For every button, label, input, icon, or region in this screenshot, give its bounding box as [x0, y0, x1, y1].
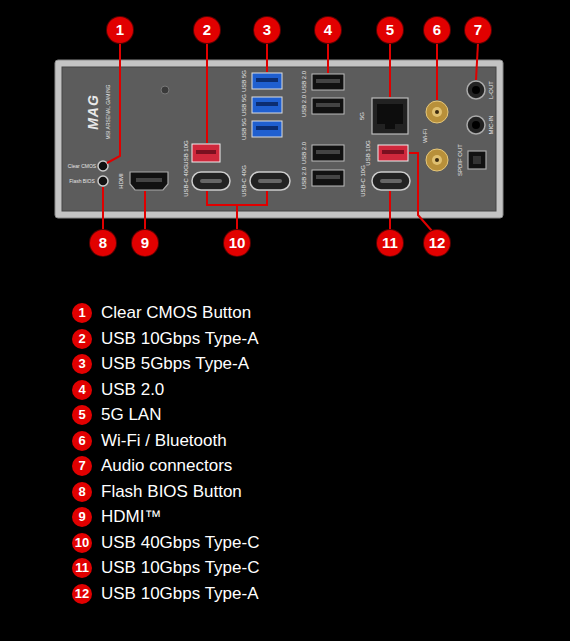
- port-label: L-OUT: [488, 81, 495, 99]
- legend-text: Flash BIOS Button: [101, 482, 242, 502]
- callout-number: 4: [315, 17, 341, 43]
- callout-number: 11: [377, 230, 403, 256]
- port-label: USB 5G: [241, 94, 248, 116]
- legend-number: 10: [72, 533, 92, 553]
- panel-label: Clear CMOS: [68, 163, 96, 169]
- port-label: MIC-IN: [488, 116, 495, 135]
- callout-number: 6: [424, 17, 450, 43]
- port-label: SPDIF OUT: [457, 144, 464, 176]
- legend-number: 12: [72, 584, 92, 604]
- port-label: USB 10G: [365, 140, 372, 165]
- port-label: 5G: [359, 112, 366, 120]
- port-label: USB-C 10G: [360, 165, 367, 197]
- callout-number: 3: [254, 17, 280, 43]
- legend-text: USB 10Gbps Type-A: [101, 584, 259, 604]
- port-label: USB 5G: [241, 118, 248, 140]
- legend-text: USB 10Gbps Type-A: [101, 329, 259, 349]
- port-label: USB 2.0: [301, 95, 308, 117]
- callout-number: 9: [132, 230, 158, 256]
- legend-number: 8: [72, 482, 92, 502]
- callout-number: 10: [224, 230, 250, 256]
- legend-number: 1: [72, 303, 92, 323]
- legend-number: 5: [72, 405, 92, 425]
- port-label: USB-C 40G: [183, 165, 190, 197]
- legend-number: 7: [72, 456, 92, 476]
- io-shield: [55, 60, 503, 218]
- legend-number: 3: [72, 354, 92, 374]
- callout-number: 1: [107, 17, 133, 43]
- panel-label: Flash BIOS: [69, 178, 95, 184]
- legend-text: 5G LAN: [101, 405, 161, 425]
- legend-text: Audio connectors: [101, 456, 232, 476]
- panel-label: MSI ARSENAL GAMING: [105, 85, 111, 140]
- port-label: USB 2.0: [301, 142, 308, 164]
- legend-number: 6: [72, 431, 92, 451]
- brand-logo: MAG: [85, 94, 101, 130]
- callout-number: 8: [90, 230, 116, 256]
- port-label: USB 10G: [183, 140, 190, 165]
- legend-text: USB 2.0: [101, 380, 164, 400]
- usb-a-ports: [192, 73, 408, 186]
- port-label: USB-C 40G: [241, 165, 248, 197]
- callout-number: 12: [424, 230, 450, 256]
- legend-text: USB 5Gbps Type-A: [101, 354, 249, 374]
- callout-number: 2: [194, 17, 220, 43]
- audio-jacks: [467, 81, 486, 169]
- port-label: HDMI: [118, 173, 125, 188]
- legend-number: 2: [72, 329, 92, 349]
- legend-number: 4: [72, 380, 92, 400]
- legend-text: USB 10Gbps Type-C: [101, 558, 259, 578]
- wifi-antenna-connectors: [426, 101, 448, 171]
- port-label: USB 2.0: [301, 167, 308, 189]
- callout-number: 5: [377, 17, 403, 43]
- leader-lines: [103, 43, 478, 231]
- cmos-flash-buttons: [98, 161, 108, 186]
- legend-text: Clear CMOS Button: [101, 303, 251, 323]
- hdmi-port: [130, 172, 168, 190]
- port-label: USB 2.0: [301, 71, 308, 93]
- legend-number: 11: [72, 558, 92, 578]
- legend-text: USB 40Gbps Type-C: [101, 533, 259, 553]
- port-label: Wi-Fi: [422, 129, 429, 143]
- legend-text: Wi-Fi / Bluetooth: [101, 431, 227, 451]
- callout-number: 7: [465, 17, 491, 43]
- legend-number: 9: [72, 507, 92, 527]
- legend-text: HDMI™: [101, 507, 161, 527]
- lan-port: [372, 98, 408, 134]
- port-label: USB 5G: [241, 70, 248, 92]
